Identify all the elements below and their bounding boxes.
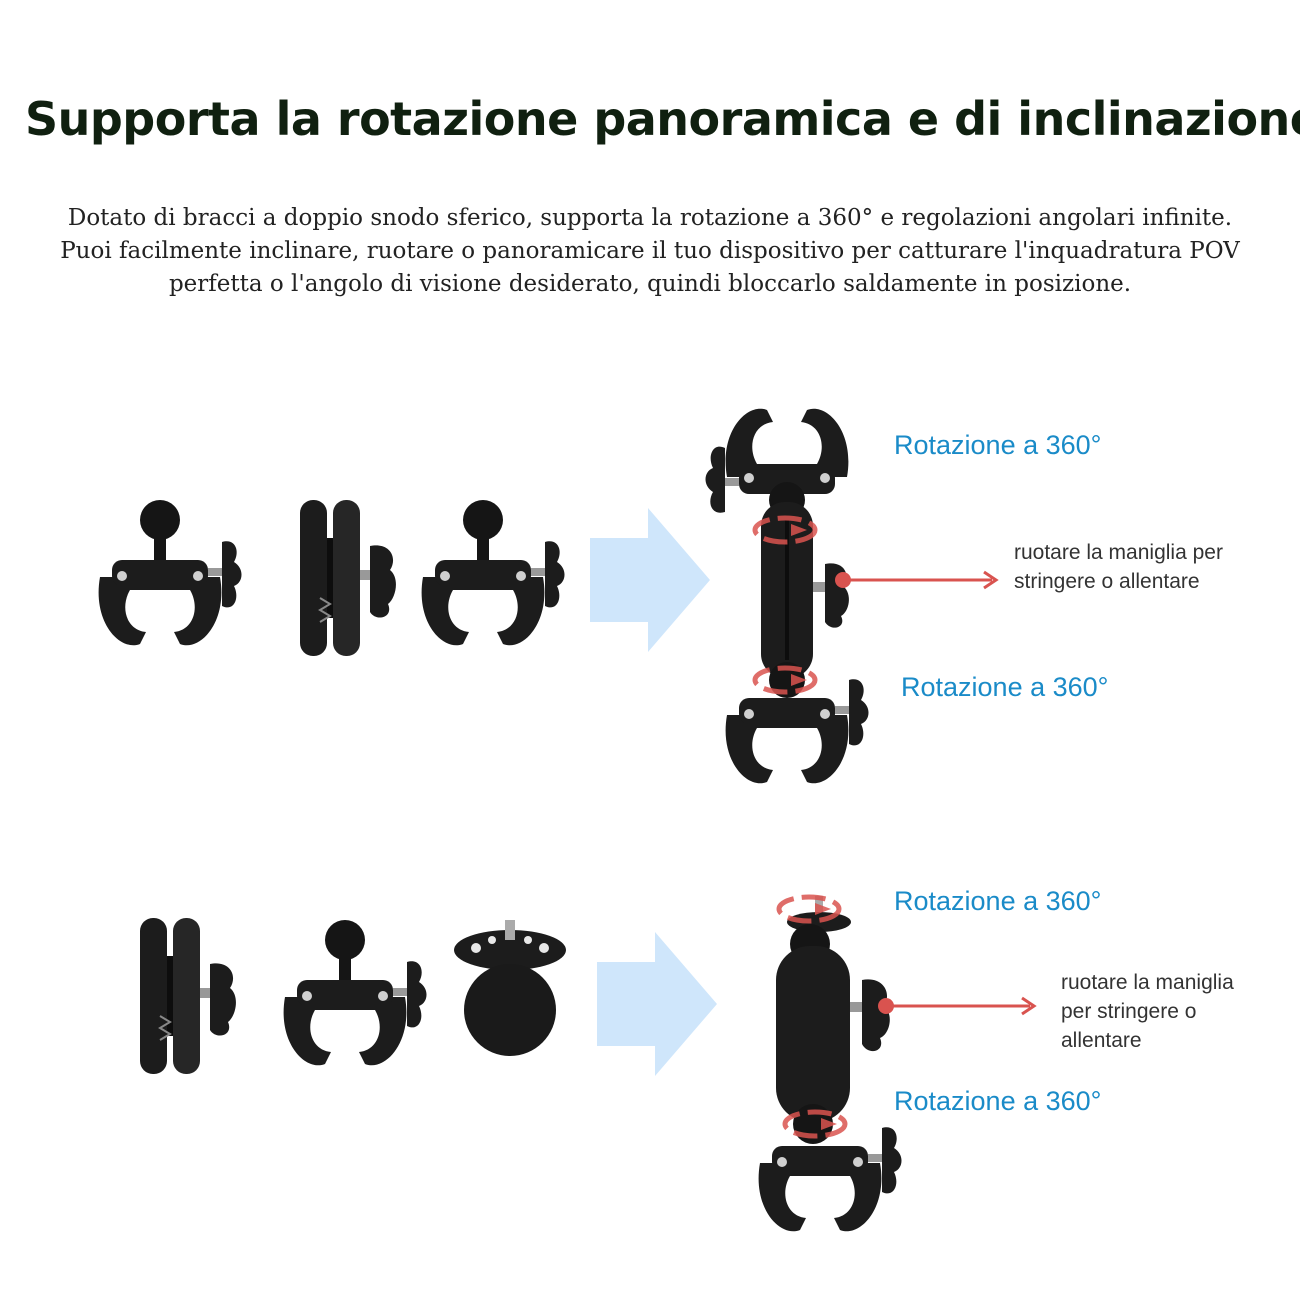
assembled-mount-top (706, 409, 869, 784)
red-arrow-icon (878, 996, 1037, 1016)
handle-note-line: ruotare la maniglia (1061, 971, 1234, 994)
right-arrow-icon (590, 508, 710, 652)
handle-note-line: allentare (1061, 1029, 1142, 1052)
rotation-label-bottom: Rotazione a 360° (894, 1086, 1102, 1116)
description: Dotato di bracci a doppio snodo sferico,… (60, 205, 1240, 297)
double-socket-arm-part (299, 499, 397, 657)
ball-clamp-part (422, 500, 565, 645)
double-socket-arm-part (139, 917, 237, 1075)
handle-note: ruotare la maniglia per stringere o alle… (1014, 538, 1223, 596)
ball-clamp-part (99, 500, 242, 645)
rotation-label-top: Rotazione a 360° (894, 430, 1102, 460)
rotation-label-top: Rotazione a 360° (894, 886, 1102, 916)
red-arrow-icon (835, 570, 999, 590)
handle-note: ruotare la maniglia per stringere o alle… (1061, 968, 1234, 1055)
page-title: Supporta la rotazione panoramica e di in… (25, 92, 1300, 146)
ball-clamp-part (284, 920, 427, 1065)
handle-note-line: stringere o allentare (1014, 570, 1200, 593)
handle-note-line: per stringere o (1061, 1000, 1197, 1023)
ball-head-adapter-part (454, 920, 566, 1056)
handle-note-line: ruotare la maniglia per (1014, 541, 1223, 564)
right-arrow-icon (597, 932, 717, 1076)
rotation-label-bottom: Rotazione a 360° (901, 672, 1109, 702)
assembled-mount-bottom (758, 896, 902, 1232)
